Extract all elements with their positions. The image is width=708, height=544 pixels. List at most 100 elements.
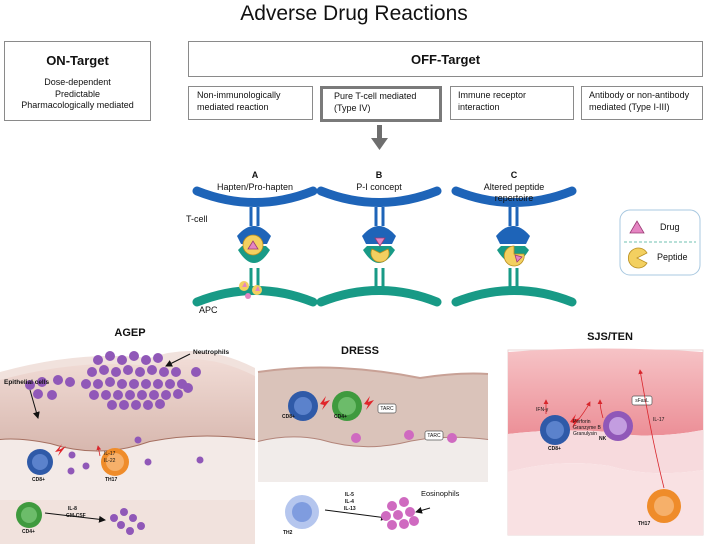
eosinophil bbox=[387, 501, 397, 511]
on-target-line-3: Pharmacologically mediated bbox=[21, 100, 134, 110]
agep-title: AGEP bbox=[114, 327, 146, 339]
neutrophil bbox=[53, 375, 63, 385]
on-target-line-1: Dose-dependent bbox=[44, 77, 111, 87]
neutrophil bbox=[129, 379, 139, 389]
model-c-label-line1: Altered peptide bbox=[483, 182, 545, 192]
neutrophil bbox=[89, 390, 99, 400]
eosinophil-cluster bbox=[381, 497, 419, 530]
neutrophil bbox=[113, 390, 123, 400]
model-c-label-line2: repertoire bbox=[494, 193, 534, 203]
agep-th17-label: TH17 bbox=[105, 477, 118, 483]
neutrophil bbox=[93, 355, 103, 365]
agep-gmcsf-label: GM-CSF bbox=[66, 513, 86, 519]
model-a-letter: A bbox=[251, 170, 259, 180]
sjs-granzyme-label: Granzyme B bbox=[573, 425, 601, 431]
neutrophil bbox=[183, 383, 193, 393]
mechanism-4-line-1: Antibody or non-antibody bbox=[589, 90, 690, 100]
dress-panel bbox=[257, 366, 489, 529]
mechanism-4-line-2: mediated (Type I-III) bbox=[589, 101, 670, 112]
eosinophil bbox=[393, 510, 403, 520]
sjs-cd8-label: CD8+ bbox=[548, 446, 561, 452]
off-target-box: OFF-Target bbox=[188, 41, 703, 77]
mechanism-2-line-2: (Type IV) bbox=[334, 102, 371, 113]
neutrophil bbox=[149, 390, 159, 400]
sjs-sfasl-label: sFasL bbox=[635, 397, 649, 404]
mechanism-3-line-1: Immune receptor bbox=[458, 90, 527, 100]
neutrophil bbox=[117, 379, 127, 389]
neutrophil bbox=[93, 379, 103, 389]
dress-tarc-2: TARC bbox=[427, 432, 441, 439]
dress-il5-label: IL-5 bbox=[345, 492, 354, 498]
sjs-ifn-label: IFN-γ bbox=[536, 407, 549, 413]
neutrophil bbox=[37, 377, 47, 387]
neutrophil bbox=[25, 380, 35, 390]
neutrophil bbox=[161, 390, 171, 400]
neutrophil bbox=[65, 377, 75, 387]
sjs-panel bbox=[507, 348, 704, 536]
neutrophil bbox=[137, 390, 147, 400]
mechanism-1-line-1: Non-immunologically bbox=[197, 90, 281, 100]
off-target-heading: OFF-Target bbox=[410, 52, 481, 67]
mechanism-2-line-1: Pure T-cell mediated bbox=[334, 91, 417, 101]
drug-icon bbox=[629, 220, 645, 234]
dress-th2-label: TH2 bbox=[283, 530, 293, 536]
legend-drug-label: Drug bbox=[660, 222, 680, 232]
agep-il8-label: IL-8 bbox=[68, 506, 77, 512]
neutrophil bbox=[141, 355, 151, 365]
neutrophil bbox=[101, 390, 111, 400]
agep-cd4-label: CD4+ bbox=[22, 529, 35, 535]
neutrophil bbox=[141, 379, 151, 389]
agep-il22-label: IL-22 bbox=[104, 458, 116, 464]
neutrophil bbox=[131, 400, 141, 410]
legend bbox=[619, 209, 701, 276]
neutrophil bbox=[143, 400, 153, 410]
on-target-box: ON-Target Dose-dependent Predictable Pha… bbox=[4, 41, 151, 121]
dress-il4-label: IL-4 bbox=[345, 499, 354, 505]
sjs-perforin-label: Perforin bbox=[573, 419, 591, 425]
neutrophil bbox=[191, 367, 201, 377]
neutrophil bbox=[105, 377, 115, 387]
mechanism-immune-receptor: Immune receptor interaction bbox=[450, 86, 574, 120]
receptor-model-hapten bbox=[192, 186, 318, 307]
neutrophil bbox=[165, 379, 175, 389]
figure-title: Adverse Drug Reactions bbox=[240, 2, 468, 25]
neutrophil bbox=[33, 389, 43, 399]
eosinophil bbox=[409, 516, 419, 526]
neutrophil bbox=[147, 365, 157, 375]
neutrophil-cluster bbox=[25, 351, 201, 410]
neutrophil bbox=[155, 399, 165, 409]
dress-il13-label: IL-13 bbox=[344, 506, 356, 512]
agep-cd8-label: CD8+ bbox=[32, 477, 45, 483]
neutrophil bbox=[111, 367, 121, 377]
sjs-granulysin-label: Granulysin bbox=[573, 431, 597, 437]
mechanism-non-immunological: Non-immunologically mediated reaction bbox=[188, 86, 313, 120]
eosinophil bbox=[399, 497, 409, 507]
neutrophil bbox=[105, 351, 115, 361]
mechanism-pure-tcell: Pure T-cell mediated (Type IV) bbox=[320, 86, 442, 122]
on-target-line-2: Predictable bbox=[54, 88, 101, 99]
model-c-letter: C bbox=[510, 170, 518, 180]
neutrophil bbox=[99, 365, 109, 375]
neutrophil bbox=[87, 367, 97, 377]
agep-neutrophils-label: Neutrophils bbox=[193, 349, 230, 356]
dress-cd4-label: CD4+ bbox=[334, 414, 347, 420]
agep-epithelial-label: Epithelial cells bbox=[4, 379, 50, 386]
neutrophil bbox=[129, 351, 139, 361]
eosinophil bbox=[387, 520, 397, 530]
mechanism-1-line-2: mediated reaction bbox=[197, 101, 269, 112]
neutrophil bbox=[135, 367, 145, 377]
dress-cd8-label: CD8+ bbox=[282, 414, 295, 420]
neutrophil bbox=[171, 367, 181, 377]
agep-cells bbox=[16, 353, 204, 535]
model-a-label: Hapten/Pro-hapten bbox=[216, 182, 294, 192]
sjs-title: SJS/TEN bbox=[587, 331, 633, 343]
neutrophil bbox=[81, 379, 91, 389]
neutrophil bbox=[153, 379, 163, 389]
neutrophil bbox=[107, 400, 117, 410]
legend-peptide-label: Peptide bbox=[657, 252, 688, 262]
neutrophil bbox=[173, 389, 183, 399]
receptor-model-pi bbox=[316, 186, 442, 307]
selection-arrow bbox=[371, 125, 388, 150]
neutrophil bbox=[123, 365, 133, 375]
